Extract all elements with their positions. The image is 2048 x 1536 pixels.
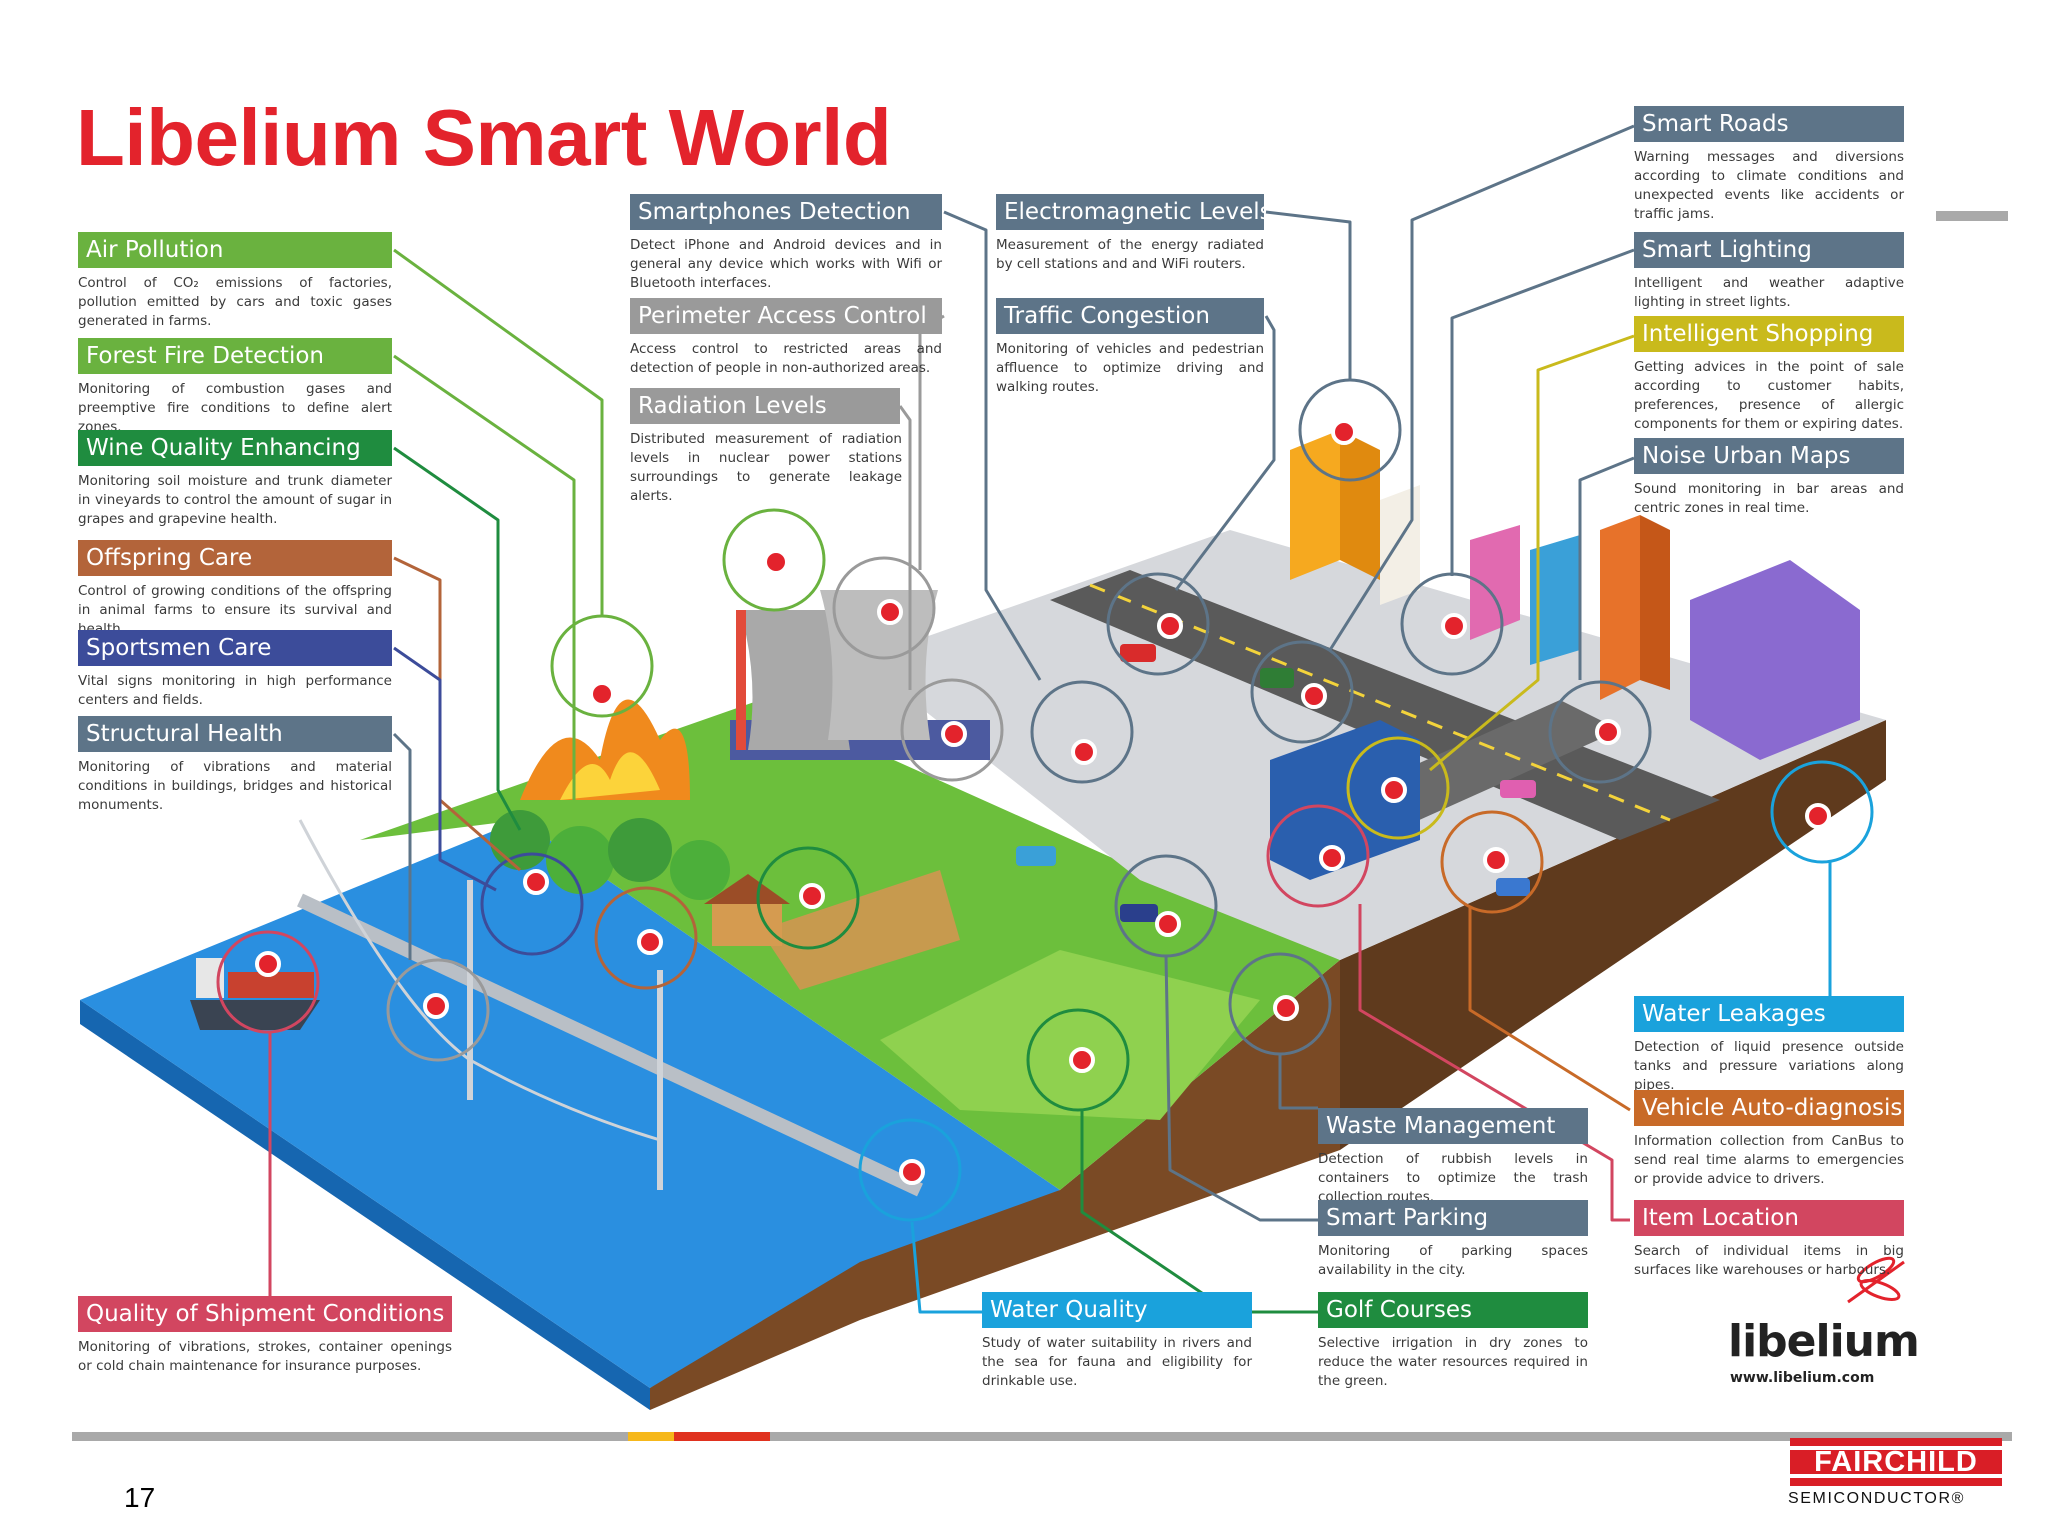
callout-golf-courses: Golf Courses Selective irrigation in dry… xyxy=(1318,1292,1588,1391)
footer-accent-yellow xyxy=(628,1432,674,1441)
header-accent-bar xyxy=(1936,211,2008,221)
forest-fire xyxy=(490,699,730,900)
callout-desc: Detection of liquid presence outside tan… xyxy=(1634,1039,1904,1093)
callout-title: Water Quality xyxy=(982,1292,1252,1328)
callout-vehicle-auto-diagnosis: Vehicle Auto-diagnosis Information colle… xyxy=(1634,1090,1904,1189)
callout-desc: Selective irrigation in dry zones to red… xyxy=(1318,1335,1588,1389)
page-title: Libelium Smart World xyxy=(76,93,892,182)
vehicles xyxy=(1016,644,1536,922)
callout-desc: Vital signs monitoring in high performan… xyxy=(78,673,392,708)
callout-title: Golf Courses xyxy=(1318,1292,1588,1328)
sensor-dots xyxy=(255,419,1831,1185)
callout-sportsmen-care: Sportsmen Care Vital signs monitoring in… xyxy=(78,630,392,710)
water-side xyxy=(80,1000,650,1410)
callout-structural-health: Structural Health Monitoring of vibratio… xyxy=(78,716,392,815)
callout-smart-lighting: Smart Lighting Intelligent and weather a… xyxy=(1634,232,1904,312)
hill-grass xyxy=(880,950,1260,1120)
callout-traffic-congestion: Traffic Congestion Monitoring of vehicle… xyxy=(996,298,1264,397)
callout-desc: Sound monitoring in bar areas and centri… xyxy=(1634,481,1904,516)
callout-item-location: Item Location Search of individual items… xyxy=(1634,1200,1904,1280)
suspension-bridge xyxy=(297,819,923,1197)
callout-title: Vehicle Auto-diagnosis xyxy=(1634,1090,1904,1126)
road-centerline xyxy=(1089,583,1671,822)
callout-desc: Control of growing conditions of the off… xyxy=(78,583,392,637)
callout-desc: Distributed measurement of radiation lev… xyxy=(630,431,902,504)
callout-smart-roads: Smart Roads Warning messages and diversi… xyxy=(1634,106,1904,224)
callout-title: Water Leakages xyxy=(1634,996,1904,1032)
fairchild-logo: FAIRCHILD xyxy=(1790,1438,2002,1486)
callout-title: Smart Lighting xyxy=(1634,232,1904,268)
leader-lines xyxy=(268,124,1832,1314)
callout-desc: Monitoring of vehicles and pedestrian af… xyxy=(996,341,1264,395)
callout-title: Electromagnetic Levels xyxy=(996,194,1264,230)
callout-title: Radiation Levels xyxy=(630,388,900,424)
callout-desc: Monitoring of combustion gases and preem… xyxy=(78,381,392,435)
callout-title: Perimeter Access Control xyxy=(630,298,942,334)
callout-desc: Warning messages and diversions accordin… xyxy=(1634,149,1904,222)
callout-desc: Study of water suitability in rivers and… xyxy=(982,1335,1252,1389)
callout-desc: Measurement of the energy radiated by ce… xyxy=(996,237,1264,272)
slide-number: 17 xyxy=(124,1482,156,1513)
libelium-url: www.libelium.com xyxy=(1730,1370,1875,1386)
fairchild-tagline: SEMICONDUCTOR® xyxy=(1788,1490,1966,1507)
callout-desc: Access control to restricted areas and d… xyxy=(630,341,942,376)
callout-smartphones-detection: Smartphones Detection Detect iPhone and … xyxy=(630,194,942,293)
callout-title: Waste Management xyxy=(1318,1108,1588,1144)
callout-electromagnetic-levels: Electromagnetic Levels Measurement of th… xyxy=(996,194,1264,274)
callout-title: Noise Urban Maps xyxy=(1634,438,1904,474)
callout-desc: Monitoring soil moisture and trunk diame… xyxy=(78,473,392,527)
callout-title: Smartphones Detection xyxy=(630,194,942,230)
callout-desc: Search of individual items in big surfac… xyxy=(1634,1243,1904,1278)
city-buildings xyxy=(1270,430,1860,880)
callout-noise-urban-maps: Noise Urban Maps Sound monitoring in bar… xyxy=(1634,438,1904,518)
callout-desc: Monitoring of parking spaces availabilit… xyxy=(1318,1243,1588,1278)
callout-radiation-levels: Radiation Levels Distributed measurement… xyxy=(630,388,902,506)
callout-water-leakages: Water Leakages Detection of liquid prese… xyxy=(1634,996,1904,1095)
callout-shipment-conditions: Quality of Shipment Conditions Monitorin… xyxy=(78,1296,452,1376)
callout-title: Smart Roads xyxy=(1634,106,1904,142)
callout-title: Sportsmen Care xyxy=(78,630,392,666)
farm xyxy=(704,870,960,990)
libelium-logo: libelium xyxy=(1728,1316,1920,1367)
callout-title: Wine Quality Enhancing xyxy=(78,430,392,466)
dragonfly-icon xyxy=(1847,1256,1905,1304)
callout-desc: Monitoring of vibrations and material co… xyxy=(78,759,392,813)
callout-desc: Getting advices in the point of sale acc… xyxy=(1634,359,1904,432)
callout-title: Air Pollution xyxy=(78,232,392,268)
callout-title: Quality of Shipment Conditions xyxy=(78,1296,452,1332)
earth-right xyxy=(1340,720,1886,1150)
earth-front xyxy=(650,960,1340,1410)
callout-title: Traffic Congestion xyxy=(996,298,1264,334)
callout-desc: Detection of rubbish levels in container… xyxy=(1318,1151,1588,1205)
callout-desc: Monitoring of vibrations, strokes, conta… xyxy=(78,1339,452,1374)
callout-perimeter-access: Perimeter Access Control Access control … xyxy=(630,298,942,378)
callout-desc: Intelligent and weather adaptive lightin… xyxy=(1634,275,1904,310)
callout-desc: Information collection from CanBus to se… xyxy=(1634,1133,1904,1187)
callout-wine-quality: Wine Quality Enhancing Monitoring soil m… xyxy=(78,430,392,529)
callout-forest-fire: Forest Fire Detection Monitoring of comb… xyxy=(78,338,392,437)
callout-title: Structural Health xyxy=(78,716,392,752)
callout-title: Smart Parking xyxy=(1318,1200,1588,1236)
callout-smart-parking: Smart Parking Monitoring of parking spac… xyxy=(1318,1200,1588,1280)
callout-title: Item Location xyxy=(1634,1200,1904,1236)
callout-air-pollution: Air Pollution Control of CO₂ emissions o… xyxy=(78,232,392,331)
callout-water-quality: Water Quality Study of water suitability… xyxy=(982,1292,1252,1391)
callout-desc: Control of CO₂ emissions of factories, p… xyxy=(78,275,392,329)
callout-offspring-care: Offspring Care Control of growing condit… xyxy=(78,540,392,639)
callout-intelligent-shopping: Intelligent Shopping Getting advices in … xyxy=(1634,316,1904,434)
callout-waste-management: Waste Management Detection of rubbish le… xyxy=(1318,1108,1588,1207)
footer-accent-red xyxy=(674,1432,770,1441)
callout-title: Offspring Care xyxy=(78,540,392,576)
callout-title: Forest Fire Detection xyxy=(78,338,392,374)
callout-desc: Detect iPhone and Android devices and in… xyxy=(630,237,942,291)
water-body xyxy=(80,820,1060,1388)
callout-title: Intelligent Shopping xyxy=(1634,316,1904,352)
footer-rule xyxy=(72,1432,2012,1441)
